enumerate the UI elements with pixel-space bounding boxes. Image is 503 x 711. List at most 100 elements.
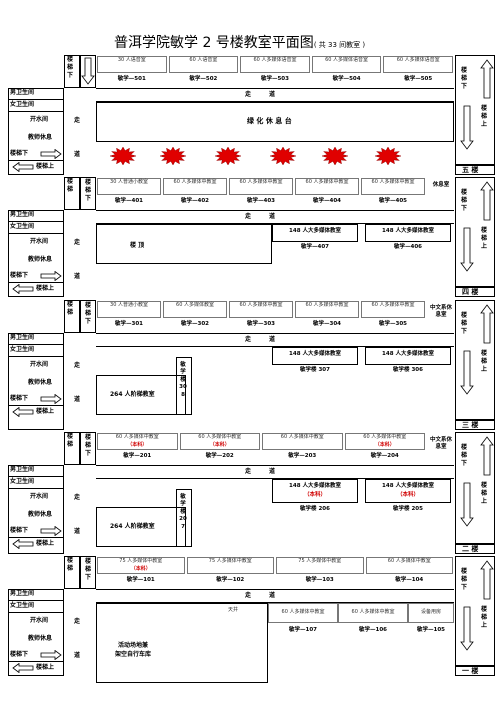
decoration-icon	[215, 147, 241, 165]
corridor-label: 走 道	[245, 336, 276, 343]
classroom-box	[240, 56, 310, 73]
classroom-tag: （本科）	[303, 492, 326, 498]
stair-box	[80, 177, 96, 210]
stairs-label: 楼梯	[66, 301, 73, 317]
down-arrow	[460, 482, 474, 527]
room-number: 敏学—102	[216, 577, 245, 583]
room-number: 敏学—304	[313, 321, 341, 327]
decoration-icon	[110, 147, 136, 165]
mens-restroom: 男卫生间	[10, 466, 35, 473]
room-number: 敏学—204	[370, 453, 399, 459]
down-arrow	[81, 57, 95, 85]
classroom-name: 60 人多媒体中教室	[363, 434, 407, 440]
up-arrow	[480, 181, 494, 221]
right-stair-label: 楼梯上	[480, 606, 487, 630]
stairs-down-label: 楼梯下	[84, 179, 91, 203]
decoration-icon	[270, 147, 296, 165]
classroom-name: 设备用房	[420, 609, 441, 615]
classroom-box	[229, 301, 293, 318]
up-arrow	[480, 59, 494, 99]
divider	[8, 111, 64, 112]
stair-box	[64, 55, 80, 88]
classroom-box	[97, 301, 161, 318]
corridor-label: 走	[74, 239, 81, 246]
classroom-box	[295, 178, 359, 195]
right-stairs	[455, 55, 495, 165]
room-number: 敏学—106	[359, 627, 387, 633]
classroom-name: 60 人多媒体中教室	[281, 609, 325, 615]
divider	[8, 537, 64, 538]
room-number: 敏学—407	[301, 244, 329, 250]
large-classroom-name: 148 人大多媒体教室	[289, 228, 341, 234]
corridor-line	[96, 210, 454, 211]
corridor-line	[96, 223, 454, 224]
room-number: 敏学—107	[289, 627, 317, 633]
right-stair-label: 楼梯下	[460, 444, 467, 468]
large-classroom	[272, 347, 358, 365]
stair-box	[80, 432, 96, 465]
room-number: 敏学—305	[379, 321, 407, 327]
classroom-name: 60 人多媒体中教室	[239, 302, 283, 308]
stairs-label: 楼梯	[66, 178, 73, 194]
lecture-hall	[96, 375, 186, 415]
corridor-label: 走 道	[245, 592, 276, 599]
classroom-box	[262, 433, 343, 450]
floor-name: 四 楼	[462, 288, 479, 296]
classroom-box	[186, 557, 274, 574]
room-number: 敏学楼 306	[393, 367, 423, 373]
classroom-name: 60 人多媒体中教室	[351, 609, 395, 615]
mens-restroom: 男卫生间	[10, 211, 35, 218]
corridor-line	[96, 589, 454, 590]
right-arrow	[40, 271, 62, 281]
office-label: 中文系休息室	[429, 305, 452, 319]
classroom-tag: （本科）	[374, 442, 395, 448]
divider	[8, 612, 64, 613]
floor-name-box	[455, 544, 495, 554]
classroom-box	[344, 433, 425, 450]
stairs-down-text: 楼梯下	[10, 272, 29, 279]
service-block	[8, 333, 64, 430]
divider	[8, 661, 64, 662]
roof-box	[96, 224, 272, 264]
right-stair-label: 楼梯上	[480, 227, 487, 251]
classroom-box	[97, 557, 185, 574]
room-number: 敏学—502	[189, 76, 218, 82]
stair-box	[80, 556, 96, 589]
courtyard-box	[96, 603, 268, 683]
stair-box	[64, 556, 80, 589]
right-stairs	[455, 556, 495, 666]
corridor-line	[96, 602, 454, 603]
divider	[8, 344, 64, 345]
classroom-name: 60 人多媒体中教室	[387, 558, 431, 564]
lecture-room-number: 敏学楼308	[179, 362, 187, 398]
stair-box	[80, 55, 96, 88]
water-room: 开水间	[30, 617, 49, 624]
classroom-box	[311, 56, 382, 73]
room-number: 敏学—101	[126, 577, 155, 583]
classroom-name: 30 人普通小教室	[110, 302, 148, 308]
right-stair-label: 楼梯下	[460, 67, 467, 91]
room-number: 敏学—105	[417, 627, 445, 633]
right-stair-label: 楼梯下	[460, 568, 467, 592]
classroom-name: 60 人多媒体中教室	[371, 179, 415, 185]
right-stairs	[455, 177, 495, 287]
down-arrow	[460, 105, 474, 150]
large-classroom-name: 148 人大多媒体教室	[382, 351, 434, 357]
womens-restroom: 女卫生间	[10, 478, 35, 485]
stairs-up-text: 楼梯上	[36, 664, 55, 671]
stair-box	[64, 432, 80, 465]
classroom-tag: （本科）	[127, 442, 148, 448]
large-classroom	[272, 479, 358, 503]
classroom-name: 60 人多媒体中教室	[305, 179, 349, 185]
left-arrow	[12, 407, 34, 417]
service-block	[8, 88, 64, 175]
classroom-name: 60 人多媒体中教室	[280, 434, 324, 440]
room-number: 敏学—503	[260, 76, 289, 82]
right-stairs	[455, 300, 495, 420]
well-label: 天井	[228, 607, 239, 613]
classroom-name: 75 人多媒体中教室	[119, 558, 163, 564]
water-room: 开水间	[30, 493, 49, 500]
corridor-line	[96, 88, 454, 89]
right-stair-label: 楼梯上	[480, 105, 487, 129]
stairs-down-label: 楼梯下	[84, 558, 91, 582]
